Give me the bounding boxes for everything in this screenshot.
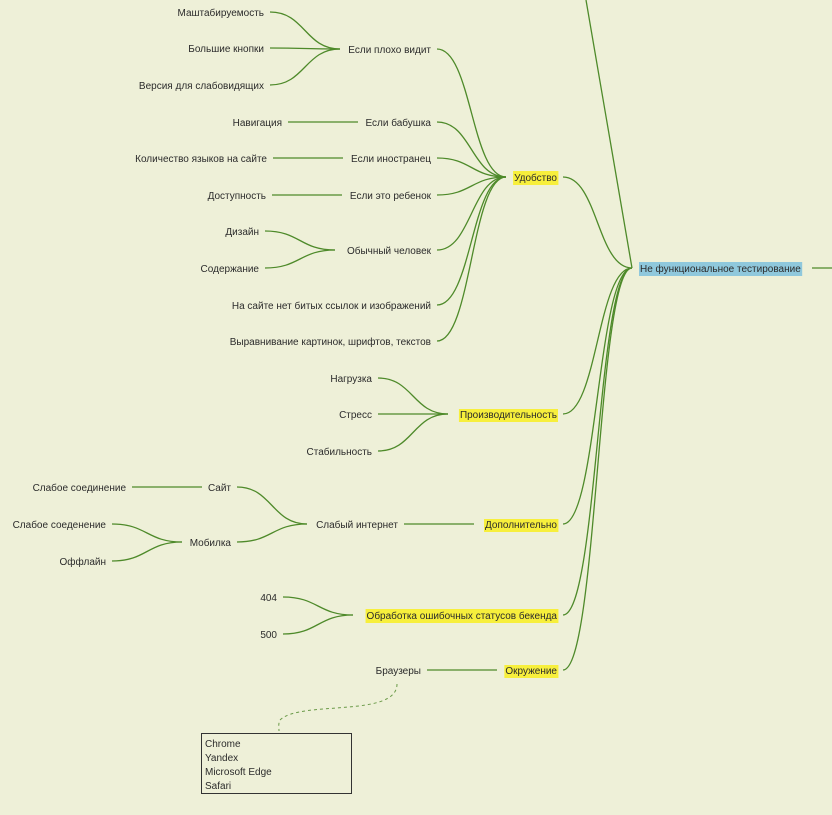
node-slaboe-soedenenie[interactable]: Слабое соеденение <box>13 519 107 531</box>
node-okruzhenie[interactable]: Окружение <box>505 666 557 677</box>
note-line-edge: Microsoft Edge <box>205 767 272 778</box>
okruzhenie-highlight <box>504 665 559 678</box>
highlights-layer <box>365 171 803 678</box>
edge-obrabotka-404 <box>282 596 354 616</box>
node-stabilnost[interactable]: Стабильность <box>307 446 372 458</box>
edge-ploho-knopki <box>269 47 341 50</box>
node-root[interactable]: Не функциональное тестирование <box>640 263 801 275</box>
node-esli-ploho-vidit[interactable]: Если плохо видит <box>348 45 431 56</box>
node-bolshie-knopki[interactable]: Большие кнопки <box>188 44 264 55</box>
node-kolichestvo-yazykov[interactable]: Количество языков на сайте <box>135 154 267 165</box>
node-soderzhanie[interactable]: Содержание <box>201 264 260 275</box>
edge-root-proizvoditelnost <box>562 267 633 415</box>
edge-obrabotka-500 <box>282 614 354 635</box>
node-obrabotka[interactable]: Обработка ошибочных статусов бекенда <box>367 610 558 622</box>
edge-root-obrabotka <box>562 267 633 616</box>
note-line-yandex: Yandex <box>205 753 239 764</box>
node-slaboe-soedinenie[interactable]: Слабое соединение <box>33 482 127 494</box>
node-slabyi-internet[interactable]: Слабый интернет <box>316 519 398 531</box>
node-navigaciya[interactable]: Навигация <box>233 118 282 129</box>
node-500[interactable]: 500 <box>260 630 277 641</box>
root-highlight <box>639 262 803 276</box>
edge-ploho-versiya <box>269 48 341 86</box>
edge-root-offscreen-top <box>585 0 633 269</box>
browsers-note[interactable]: Chrome Yandex Microsoft Edge Safari <box>201 733 352 794</box>
edge-udobstvo-esli-rebenok <box>436 176 507 196</box>
edge-root-dopolnitelno <box>562 267 633 525</box>
node-offlain[interactable]: Оффлайн <box>59 556 106 568</box>
edge-proiz-stabilnost <box>377 413 449 452</box>
edge-udobstvo-esli-inostranec <box>436 157 507 178</box>
edge-internet-mobilka <box>236 523 308 543</box>
node-dostupnost[interactable]: Доступность <box>208 191 266 202</box>
node-vyravnivanie[interactable]: Выравнивание картинок, шрифтов, текстов <box>230 336 431 348</box>
node-net-bityh[interactable]: На сайте нет битых ссылок и изображений <box>232 300 431 312</box>
edge-udobstvo-vyravnivanie <box>436 176 507 342</box>
edge-udobstvo-esli-ploho-vidit <box>436 48 507 178</box>
edge-chelovek-soderzhanie <box>264 249 336 269</box>
edge-mobilka-offlain <box>111 541 183 562</box>
node-esli-rebenok[interactable]: Если это ребенок <box>350 190 432 202</box>
edge-mobilka-soedenenie <box>111 523 183 543</box>
note-line-chrome: Chrome <box>205 739 241 750</box>
edge-proiz-nagruzka <box>377 377 449 415</box>
node-mobilka[interactable]: Мобилка <box>190 537 232 549</box>
edge-udobstvo-esli-babushka <box>436 121 507 178</box>
edge-root-udobstvo <box>562 176 633 269</box>
proizvoditelnost-highlight <box>458 409 558 422</box>
node-versiya-slabovid[interactable]: Версия для слабовидящих <box>139 80 264 92</box>
node-dizain[interactable]: Дизайн <box>225 227 259 238</box>
node-404[interactable]: 404 <box>260 593 277 604</box>
node-obychnyi-chelovek[interactable]: Обычный человек <box>347 245 432 257</box>
node-nagruzka[interactable]: Нагрузка <box>330 374 372 385</box>
edge-note-connector <box>278 683 398 732</box>
note-line-safari: Safari <box>205 781 232 792</box>
node-esli-inostranec[interactable]: Если иностранец <box>351 154 431 165</box>
edge-udobstvo-net-bityh <box>436 176 507 306</box>
edge-root-okruzhenie <box>562 267 633 671</box>
obrabotka-highlight <box>365 609 559 623</box>
labels-layer: Не функциональное тестирование Удобство … <box>13 7 802 677</box>
node-proizvoditelnost[interactable]: Производительность <box>460 410 557 421</box>
dopolnitelno-highlight <box>484 519 559 532</box>
edge-udobstvo-obychnyi-chelovek <box>436 176 507 251</box>
edge-chelovek-dizain <box>264 230 336 251</box>
udobstvo-highlight <box>513 171 559 185</box>
edges-layer <box>111 0 832 732</box>
node-dopolnitelno[interactable]: Дополнительно <box>485 520 557 531</box>
node-sait[interactable]: Сайт <box>208 483 231 494</box>
node-stress[interactable]: Стресс <box>339 410 372 421</box>
edge-ploho-masshtab <box>269 11 341 50</box>
node-udobstvo[interactable]: Удобство <box>514 172 557 184</box>
node-masshtab[interactable]: Маштабируемость <box>178 7 265 19</box>
node-esli-babushka[interactable]: Если бабушка <box>365 117 431 129</box>
node-brauzery[interactable]: Браузеры <box>376 666 421 677</box>
edge-internet-sait <box>236 486 308 525</box>
